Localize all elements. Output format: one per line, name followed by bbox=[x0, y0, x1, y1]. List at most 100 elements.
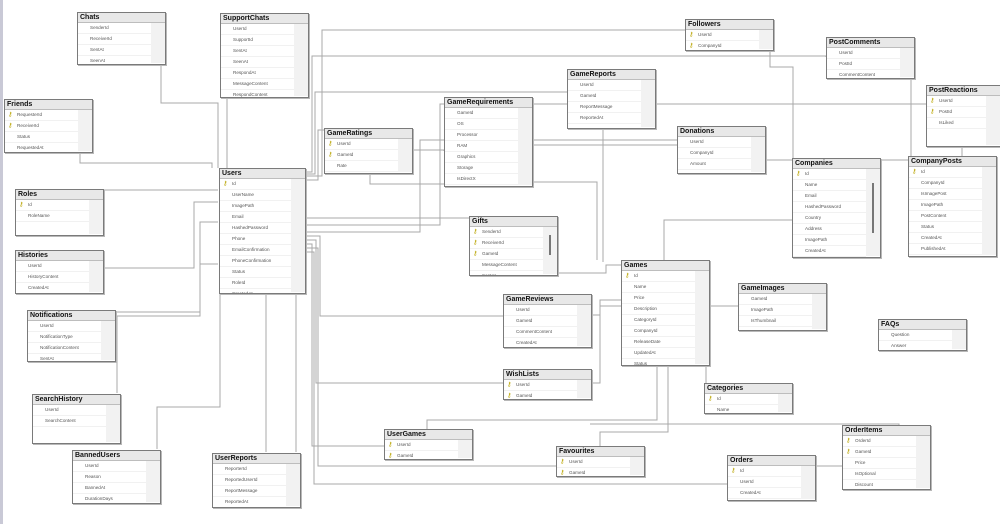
table-column[interactable]: Price bbox=[622, 293, 695, 304]
table-column[interactable]: ReportedUserId bbox=[213, 475, 286, 486]
table-title[interactable]: Friends bbox=[5, 100, 92, 110]
table-column[interactable]: UserId bbox=[28, 321, 101, 332]
table-title[interactable]: Favourites bbox=[557, 447, 644, 457]
table-column[interactable]: PostId bbox=[827, 59, 900, 70]
table-column[interactable]: Graphics bbox=[445, 152, 518, 163]
table-column[interactable]: Answer bbox=[879, 341, 952, 350]
table-column[interactable]: RAM bbox=[445, 141, 518, 152]
table-column[interactable]: CompanyId bbox=[909, 178, 982, 189]
table-title[interactable]: GameRequirements bbox=[445, 98, 532, 108]
table-column[interactable]: IsOptional bbox=[843, 469, 916, 480]
table-title[interactable]: SupportChats bbox=[221, 14, 308, 24]
table-column[interactable]: GameId bbox=[739, 294, 812, 305]
table-column[interactable]: IsLiked bbox=[927, 118, 986, 129]
table-column[interactable]: UserId bbox=[728, 477, 801, 488]
table-column[interactable]: Question bbox=[879, 330, 952, 341]
table-column[interactable]: ⚷Id bbox=[220, 179, 291, 190]
table-column[interactable]: ⚷Id bbox=[705, 394, 778, 405]
table-column[interactable]: SearchContent bbox=[33, 416, 106, 427]
table-column[interactable]: ImagePath bbox=[793, 235, 866, 246]
table-column[interactable]: CategoryId bbox=[622, 315, 695, 326]
table-column[interactable]: MessageContent bbox=[221, 79, 294, 90]
table-column[interactable]: ReportedAt bbox=[213, 497, 286, 507]
table-column[interactable]: Notes bbox=[445, 185, 518, 186]
table-favourites[interactable]: Favourites⚷UserId⚷GameId bbox=[556, 446, 645, 477]
table-column[interactable]: NotificationType bbox=[28, 332, 101, 343]
table-column[interactable]: ⚷Id bbox=[622, 271, 695, 282]
table-column[interactable]: ⚷PostId bbox=[927, 107, 986, 118]
table-column[interactable]: Phone bbox=[220, 234, 291, 245]
table-column[interactable]: CreatedAt bbox=[909, 233, 982, 244]
table-column[interactable]: CommentContent bbox=[504, 327, 577, 338]
table-column[interactable]: Status bbox=[909, 222, 982, 233]
table-column[interactable]: ⚷GameId bbox=[470, 249, 543, 260]
table-column[interactable]: Email bbox=[220, 212, 291, 223]
table-column[interactable]: Country bbox=[793, 213, 866, 224]
table-title[interactable]: GameReports bbox=[568, 70, 655, 80]
table-column[interactable]: Status bbox=[5, 132, 78, 143]
table-column[interactable]: CompanyId bbox=[678, 148, 751, 159]
table-column[interactable]: ⚷RequesterId bbox=[5, 110, 78, 121]
table-column[interactable]: ImagePath bbox=[909, 200, 982, 211]
table-column[interactable]: CreatedAt bbox=[728, 488, 801, 499]
table-column[interactable]: ⚷UserId bbox=[325, 139, 398, 150]
table-column[interactable]: UserId bbox=[221, 24, 294, 35]
table-column[interactable]: ReportedAt bbox=[568, 113, 641, 124]
table-column[interactable]: CreatedAt bbox=[504, 338, 577, 347]
table-column[interactable]: Email bbox=[793, 191, 866, 202]
table-column[interactable]: ⚷CompanyId bbox=[686, 41, 759, 50]
table-column[interactable]: ⚷UserId bbox=[927, 96, 986, 107]
table-title[interactable]: Categories bbox=[705, 384, 792, 394]
table-column[interactable]: GameId bbox=[504, 316, 577, 327]
scrollbar[interactable] bbox=[549, 235, 551, 255]
table-column[interactable]: Reason bbox=[73, 472, 146, 483]
table-column[interactable]: CreatedAt bbox=[16, 283, 89, 293]
table-column[interactable]: IsDirectX bbox=[445, 174, 518, 185]
table-title[interactable]: SearchHistory bbox=[33, 395, 120, 405]
table-column[interactable]: UserId bbox=[827, 48, 900, 59]
table-column[interactable]: SentAt bbox=[78, 45, 151, 56]
table-column[interactable]: SentAt bbox=[28, 354, 101, 361]
table-column[interactable]: Amount bbox=[678, 159, 751, 170]
table-column[interactable]: Discount bbox=[843, 480, 916, 489]
table-title[interactable]: Donations bbox=[678, 127, 765, 137]
table-title[interactable]: UserGames bbox=[385, 430, 472, 440]
table-title[interactable]: GameImages bbox=[739, 284, 826, 294]
table-column[interactable]: Price bbox=[843, 458, 916, 469]
table-column[interactable]: ⚷UserId bbox=[686, 30, 759, 41]
table-column[interactable]: SeenAt bbox=[221, 57, 294, 68]
table-column[interactable]: ⚷GameId bbox=[325, 150, 398, 161]
table-title[interactable]: Users bbox=[220, 169, 305, 179]
table-column[interactable]: ⚷GameId bbox=[557, 468, 630, 476]
table-column[interactable]: DurationDays bbox=[73, 494, 146, 503]
table-column[interactable]: OS bbox=[445, 119, 518, 130]
table-column[interactable]: HistoryContent bbox=[16, 272, 89, 283]
table-column[interactable]: SentAt bbox=[221, 46, 294, 57]
table-title[interactable]: Gifts bbox=[470, 217, 557, 227]
table-column[interactable]: RequestedAt bbox=[5, 143, 78, 152]
table-column[interactable]: CommentContent bbox=[827, 70, 900, 78]
table-title[interactable]: CompanyPosts bbox=[909, 157, 996, 167]
table-column[interactable]: Name bbox=[793, 180, 866, 191]
table-title[interactable]: Roles bbox=[16, 190, 103, 200]
table-title[interactable]: Followers bbox=[686, 20, 773, 30]
table-title[interactable]: Games bbox=[622, 261, 709, 271]
table-column[interactable]: UserName bbox=[220, 190, 291, 201]
table-column[interactable]: SupportId bbox=[221, 35, 294, 46]
table-column[interactable]: Name bbox=[705, 405, 778, 413]
table-column[interactable]: HashedPassword bbox=[220, 223, 291, 234]
